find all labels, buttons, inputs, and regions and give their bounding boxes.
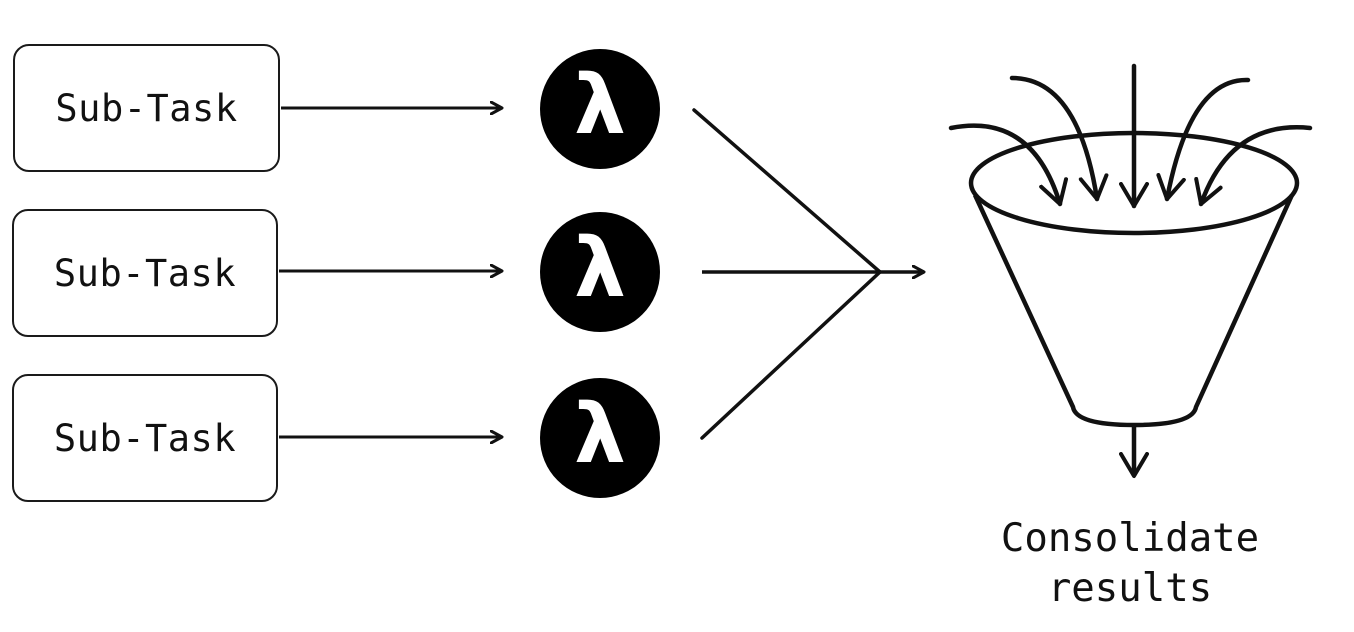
lambda-icon: λ [540,212,660,332]
lambda-icon: λ [540,378,660,498]
funnel-inflow-arrows [948,63,1313,209]
merge-line-bottom [700,270,882,440]
output-label-line2: results [1047,566,1213,611]
sub-task-label: Sub-Task [53,416,237,460]
sub-task-label: Sub-Task [55,86,238,130]
lambda-glyph: λ [574,58,626,153]
sub-task-box: Sub-Task [12,209,278,337]
merge-line-top [692,108,882,274]
lambda-glyph: λ [574,387,626,482]
sub-task-box: Sub-Task [12,374,278,502]
lambda-glyph: λ [574,221,626,316]
lambda-icon: λ [540,49,660,169]
sub-task-box: Sub-Task [13,44,280,172]
output-label-line1: Consolidate [1000,516,1260,561]
sub-task-label: Sub-Task [53,251,237,295]
